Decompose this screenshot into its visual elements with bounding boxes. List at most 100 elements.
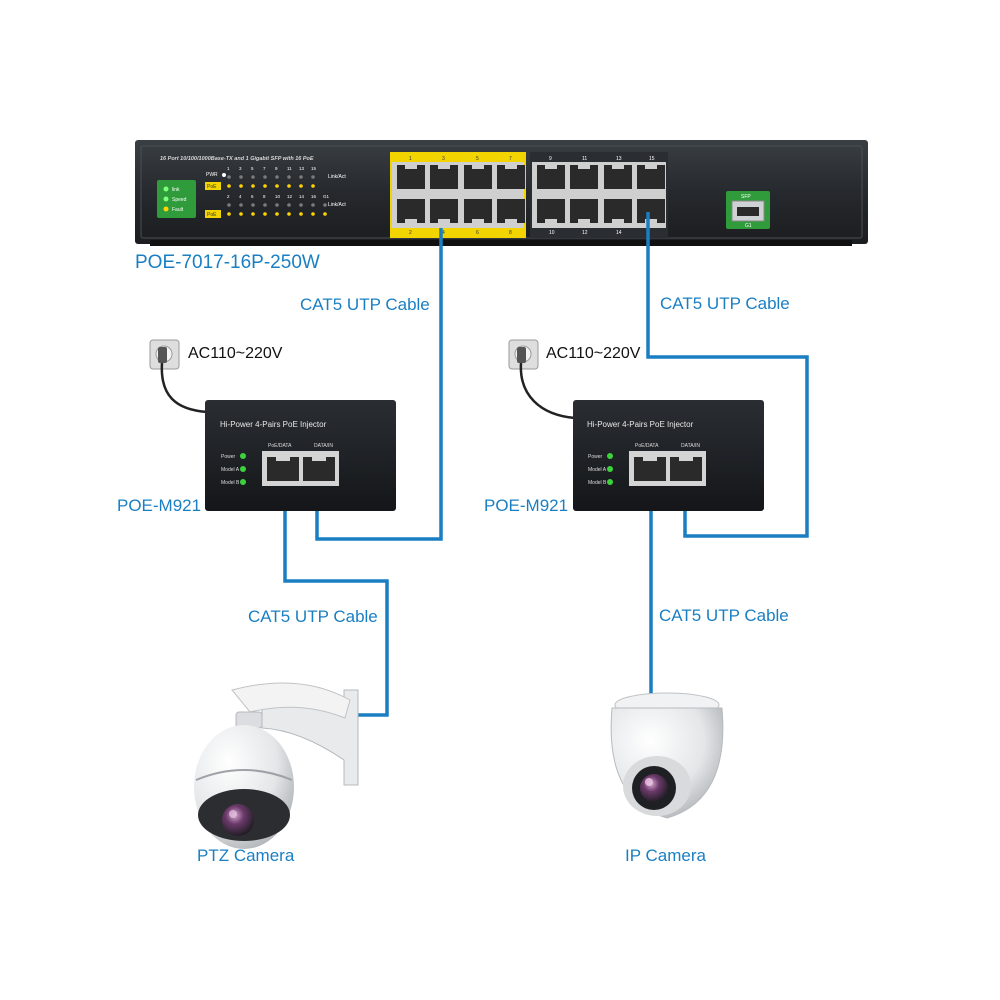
link-act-label: Link/Act [328, 202, 346, 208]
led-number: 15 [311, 166, 317, 171]
ip-camera-icon [610, 692, 724, 819]
injector-led-label: Power [588, 454, 603, 460]
link-act-label: Link/Act [328, 174, 346, 180]
sfp-port-label: G1 [745, 223, 752, 229]
poe-led [227, 184, 231, 188]
poe-data-port-label: PoE/DATA [268, 443, 292, 449]
poe-led [227, 212, 231, 216]
poe-switch: link Speed Fault 16 Port 10/100/1000Base… [135, 140, 868, 246]
injector-model-label-right: POE-M921 [484, 496, 569, 515]
ac-power-label-left: AC110~220V [188, 345, 283, 362]
led-number: 7 [263, 166, 266, 171]
port-number: 10 [549, 230, 555, 236]
poe-led [251, 184, 255, 188]
link-led [287, 175, 291, 179]
speed-led [163, 196, 169, 202]
led-number: 14 [299, 194, 305, 199]
poe-led [251, 212, 255, 216]
injector-led-label: Model B [588, 480, 607, 486]
injector-led-label: Power [221, 454, 236, 460]
pwr-label: PWR [206, 172, 218, 178]
port-number: 1 [409, 156, 412, 162]
injector-title: Hi-Power 4-Pairs PoE Injector [220, 420, 327, 429]
port-number: 6 [476, 230, 479, 236]
poe-injector-right: Hi-Power 4-Pairs PoE Injector Power Mode… [573, 400, 764, 511]
link-led [163, 186, 169, 192]
link-led [239, 175, 243, 179]
poe-led [287, 212, 291, 216]
poe-badge [205, 210, 221, 218]
link-led [251, 175, 255, 179]
fault-led [163, 206, 169, 212]
led-number: 5 [251, 166, 254, 171]
port-number: 12 [582, 230, 588, 236]
injector-led-label: Model B [221, 480, 240, 486]
poe-led [263, 212, 267, 216]
led-number: 13 [299, 166, 305, 171]
link-led [227, 175, 231, 179]
port-number: 5 [476, 156, 479, 162]
ip-camera-label: IP Camera [625, 846, 706, 865]
cable-injector-to-ptz [283, 483, 389, 717]
poe-led [299, 212, 303, 216]
port-number: 8 [509, 230, 512, 236]
poe-label: PoE [207, 212, 217, 218]
injector-title: Hi-Power 4-Pairs PoE Injector [587, 420, 694, 429]
link-led [239, 203, 243, 207]
poe-led [323, 212, 327, 216]
port-number: 2 [409, 230, 412, 236]
cable-label-switch-right: CAT5 UTP Cable [660, 294, 790, 313]
poe-data-port-label: PoE/DATA [635, 443, 659, 449]
led-number: 16 [311, 194, 317, 199]
link-led [323, 203, 327, 207]
poe-led [311, 212, 315, 216]
data-in-port-label: DATA/IN [681, 443, 700, 449]
poe-led [263, 184, 267, 188]
port-number: 14 [616, 230, 622, 236]
port-number: 13 [616, 156, 622, 162]
link-led [275, 203, 279, 207]
pwr-led [222, 173, 226, 177]
link-led [287, 203, 291, 207]
power-outlet-left [149, 339, 209, 414]
cable-label-switch-left: CAT5 UTP Cable [300, 295, 430, 314]
ac-power-label-right: AC110~220V [546, 345, 641, 362]
port-number: 7 [509, 156, 512, 162]
cable-label-camera-right: CAT5 UTP Cable [659, 606, 789, 625]
link-led [263, 203, 267, 207]
cable-label-camera-left: CAT5 UTP Cable [248, 607, 378, 626]
data-in-port-label: DATA/IN [314, 443, 333, 449]
status-led-label: link [172, 187, 180, 193]
injector-led-label: Model A [221, 467, 240, 473]
led-number: 8 [263, 194, 266, 199]
poe-led [275, 184, 279, 188]
link-led [311, 203, 315, 207]
port-number: 11 [582, 156, 587, 162]
led-number: 4 [239, 194, 242, 199]
led-number: 11 [287, 166, 292, 171]
port-number: 15 [649, 156, 655, 162]
led-number: G1 [323, 194, 330, 199]
injector-model-label-left: POE-M921 [117, 496, 202, 515]
poe-led [299, 184, 303, 188]
link-led [227, 203, 231, 207]
poe-badge [205, 182, 221, 190]
cable-switch-to-injector-right [646, 212, 809, 538]
poe-led [287, 184, 291, 188]
link-led [251, 203, 255, 207]
poe-label: PoE [207, 184, 217, 190]
led-number: 6 [251, 194, 254, 199]
led-number: 9 [275, 166, 278, 171]
link-led [299, 175, 303, 179]
poe-injector-left: Hi-Power 4-Pairs PoE Injector Power Mode… [205, 400, 396, 511]
poe-led [239, 184, 243, 188]
link-led [275, 175, 279, 179]
power-outlet-right [508, 339, 576, 420]
led-number: 12 [287, 194, 293, 199]
led-number: 2 [227, 194, 230, 199]
port-number: 4 [442, 230, 445, 236]
